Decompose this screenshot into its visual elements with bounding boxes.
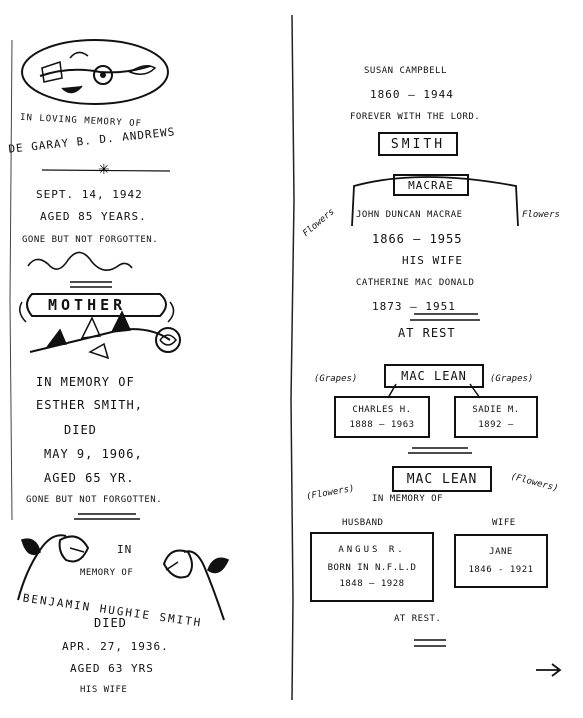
r2-dates: 1866 — 1955 [372, 232, 463, 246]
oval-flower-emblem [21, 39, 169, 105]
r1-epitaph: FOREVER WITH THE LORD. [350, 112, 481, 122]
smith-surname-box: SMITH [378, 132, 458, 156]
smith-surname: SMITH [390, 136, 446, 152]
memorial-3-in: IN [117, 543, 133, 556]
memorial-3-memory: MEMORY OF [80, 568, 134, 578]
sadie-box: SADIE M. 1892 — [454, 396, 538, 438]
r2-rest: AT REST [398, 326, 456, 340]
sadie-dates: 1892 — [478, 419, 514, 430]
memorial-1-epitaph: GONE BUT NOT FORGOTTEN. [22, 235, 159, 245]
angus-born: BORN IN N.F.L.D [327, 563, 417, 573]
charles-name: CHARLES H. [352, 404, 412, 415]
r2-wife-dates: 1873 — 1951 [372, 300, 456, 313]
r2-name: JOHN DUNCAN MACRAE [356, 210, 463, 220]
next-page-arrow [536, 663, 562, 677]
r4-husband-label: HUSBAND [342, 518, 384, 528]
angus-name: ANGUS R. [338, 545, 406, 555]
memorial-1-age: AGED 85 YEARS. [40, 210, 147, 223]
r4-intro: IN MEMORY OF [372, 494, 444, 504]
memorial-3-wife: HIS WIFE [80, 685, 128, 695]
jane-dates: 1846 - 1921 [468, 565, 534, 575]
maclean-1-surname-box: MAC LEAN [384, 364, 484, 388]
r4-wife-label: WIFE [492, 518, 516, 528]
angus-box: ANGUS R. BORN IN N.F.L.D 1848 — 1928 [310, 532, 434, 602]
left-lily-illustration [17, 534, 90, 601]
memorial-2-died: DIED [64, 423, 97, 437]
page-divider [290, 14, 295, 701]
rose-vine-illustration [29, 310, 181, 360]
r2-wife: HIS WIFE [402, 254, 463, 267]
maclean-1-surname: MAC LEAN [401, 369, 467, 383]
macrae-surname: MACRAE [408, 178, 454, 192]
memorial-2-epitaph: GONE BUT NOT FORGOTTEN. [26, 495, 163, 505]
memorial-3-died: DIED [94, 616, 127, 630]
flowers-right-label: Flowers [522, 210, 560, 220]
r2-wife-name: CATHERINE MAC DONALD [356, 278, 475, 288]
maclean-2-surname-box: MAC LEAN [392, 466, 492, 492]
memorial-3-date: APR. 27, 1936. [62, 640, 169, 653]
grapes-right-label: (Grapes) [490, 374, 534, 384]
angus-dates: 1848 — 1928 [339, 579, 405, 589]
swirl-flourish [27, 251, 133, 271]
memorial-2-name: ESTHER SMITH, [36, 398, 143, 412]
memorial-1-date: SEPT. 14, 1942 [36, 188, 143, 201]
grapes-left-label: (Grapes) [314, 374, 358, 384]
right-lily-illustration [162, 549, 230, 621]
mother-banner-label: MOTHER [48, 296, 127, 314]
jane-name: JANE [489, 547, 513, 557]
memorial-2-age: AGED 65 YR. [44, 471, 135, 485]
sadie-name: SADIE M. [472, 404, 520, 415]
left-margin-line [9, 39, 13, 521]
maclean-2-surname: MAC LEAN [406, 471, 478, 487]
memorial-3-age: AGED 63 YRS [70, 662, 154, 675]
star-divider [41, 169, 171, 172]
r4-rest: AT REST. [394, 614, 442, 624]
mother-banner-scroll [19, 293, 175, 323]
r1-name: SUSAN CAMPBELL [364, 66, 447, 76]
r1-dates: 1860 — 1944 [370, 88, 454, 101]
memorial-2-date: MAY 9, 1906, [44, 447, 143, 461]
svg-text:✳: ✳ [98, 162, 111, 178]
charles-box: CHARLES H. 1888 — 1963 [334, 396, 430, 438]
macrae-bracket [351, 176, 519, 227]
memorial-2-intro: IN MEMORY OF [36, 375, 135, 389]
macrae-surname-box: MACRAE [393, 174, 469, 196]
charles-dates: 1888 — 1963 [349, 419, 415, 430]
jane-box: JANE 1846 - 1921 [454, 534, 548, 588]
